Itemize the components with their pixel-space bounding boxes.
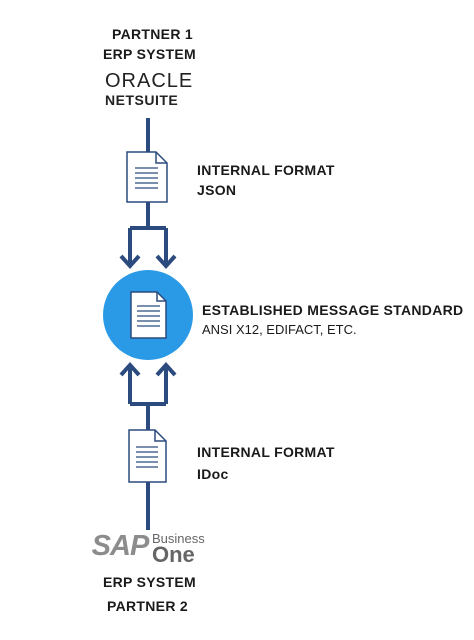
sap-logo: SAP — [91, 530, 150, 562]
oracle-logo: ORACLE — [105, 70, 194, 92]
sap-one-label: One — [152, 542, 195, 567]
bottom-partner-label: PARTNER 2 — [107, 598, 189, 614]
bottom-erp-label: ERP SYSTEM — [103, 574, 196, 590]
standard-title: ESTABLISHED MESSAGE STANDARD — [202, 302, 464, 318]
standard-subtitle: ANSI X12, EDIFACT, ETC. — [202, 322, 357, 337]
top-format-value: JSON — [197, 182, 237, 198]
bottom-format-value: IDoc — [197, 466, 229, 482]
netsuite-logo: NETSUITE — [105, 92, 179, 108]
sap-business-label: Business — [152, 531, 205, 546]
arrow-down-icon — [119, 226, 177, 269]
document-icon — [126, 151, 168, 203]
document-icon — [130, 291, 167, 339]
top-partner-label: PARTNER 1 — [112, 26, 194, 42]
top-format-title: INTERNAL FORMAT — [197, 162, 335, 178]
bottom-format-title: INTERNAL FORMAT — [197, 444, 335, 460]
arrow-up-icon — [119, 362, 177, 406]
top-erp-label: ERP SYSTEM — [103, 46, 196, 62]
document-icon — [128, 429, 167, 483]
